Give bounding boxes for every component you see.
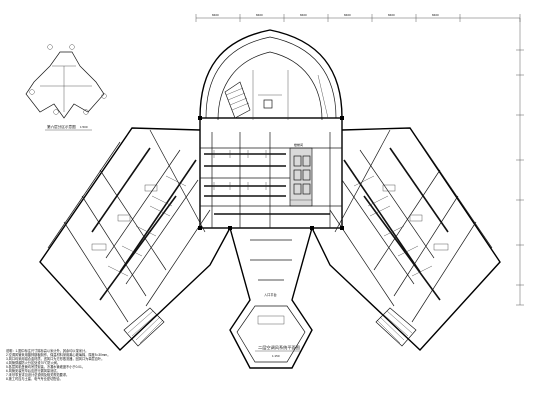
dim-label: 8400 [432, 13, 439, 17]
right-dimension-line [516, 18, 524, 306]
design-notes: 说明：1.图中标注尺寸除标高以米计外，其余均以毫米计。 2.空调风管采用镀锌钢板… [6, 349, 306, 381]
left-stair [123, 307, 165, 347]
top-dimension-text: 8400 8400 8400 8400 8400 8400 [212, 13, 439, 17]
dim-label: 8400 [344, 13, 351, 17]
note-line: 说明：1.图中标注尺寸除标高以米计外，其余均以毫米计。 [6, 349, 89, 353]
note-line: 6.风管安装完毕后应进行漏风量测试。 [6, 369, 60, 373]
note-line: 5.各层风机盘管均吊顶安装，冷凝水管坡度不小于0.01。 [6, 365, 85, 369]
key-plan [25, 44, 107, 119]
right-wing-rooms [329, 129, 493, 323]
main-title: 二层空调风系统平面图 [258, 344, 300, 351]
core-label: 楼梯间 [294, 142, 303, 147]
note-line: 7.未尽事宜详见设计总说明及相关规范要求。 [6, 373, 70, 377]
left-wing-ducts [91, 147, 197, 301]
dim-label: 8400 [388, 13, 395, 17]
central-grid [200, 132, 342, 228]
note-line: 2.空调风管采用镀锌钢板制作，保温材料采用离心玻璃棉，厚度δ=30mm。 [6, 353, 111, 357]
right-stair [375, 307, 417, 347]
note-line: 8.施工时应与土建、电气专业密切配合。 [6, 377, 63, 381]
key-plan-title: 第六层分区示意图 [47, 124, 76, 129]
entrance-label: 入口平台 [264, 292, 277, 297]
central-ducts [204, 150, 330, 215]
left-wing-rooms [47, 129, 211, 323]
note-line: 4.风管穿越防火分区处设70℃防火阀。 [6, 361, 61, 365]
key-plan-scale: 1:500 [80, 125, 88, 129]
rotunda-interior [224, 70, 329, 120]
dim-label: 8400 [300, 13, 307, 17]
main-scale: 1:150 [272, 354, 280, 358]
note-line: 3.风口均采用铝合金材质，送风口为方形散流器，回风口为单层百叶。 [6, 357, 105, 361]
column-markers [198, 116, 344, 230]
entrance-details [250, 239, 292, 325]
right-wing-ducts [343, 147, 449, 301]
dim-label: 8400 [256, 13, 263, 17]
service-core [289, 147, 313, 207]
building-outline [39, 29, 501, 369]
dim-label: 8400 [212, 13, 219, 17]
top-dimension-line [195, 14, 521, 22]
